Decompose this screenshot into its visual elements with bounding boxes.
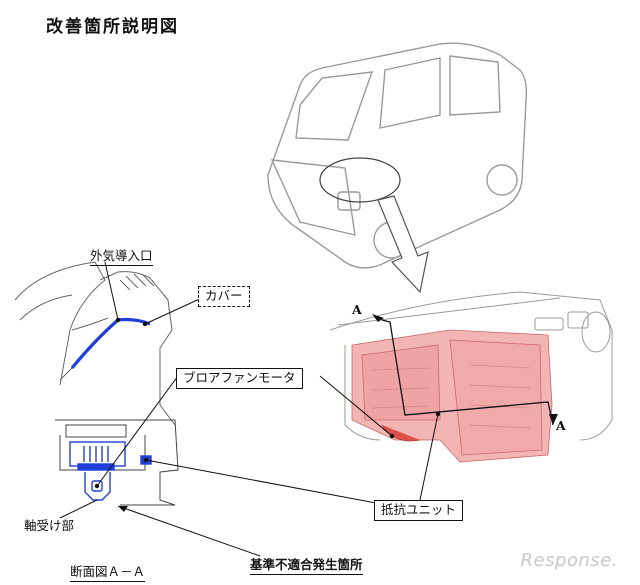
inlet-outer-line <box>14 261 106 386</box>
hvac-unit <box>351 329 553 463</box>
watermark-logo: Response. <box>520 550 618 571</box>
section-line <box>381 319 554 426</box>
section-marker-a-top: A <box>352 302 362 317</box>
section-diagram <box>55 419 179 506</box>
label-section-view: 断面図Ａ－Ａ <box>70 565 146 582</box>
dashboard-outline <box>329 291 613 441</box>
van-mirror <box>337 191 361 211</box>
blower-motor-blue <box>69 441 152 501</box>
section-marker-a-bottom: A <box>556 418 566 433</box>
label-resistor-unit: 抵抗ユニット <box>374 500 464 521</box>
label-nonconformity-location: 基準不適合発生箇所 <box>250 558 363 575</box>
van-focus-ellipse <box>319 157 401 203</box>
van-rear-wheel <box>486 164 518 196</box>
label-cover: カバー <box>198 286 250 307</box>
van-side-window-2 <box>449 55 501 116</box>
inlet-inner-line <box>19 294 73 321</box>
inlet-stripes <box>119 273 155 291</box>
label-outside-air-inlet: 外気導入口 <box>90 249 153 266</box>
inlet-duct <box>99 271 176 426</box>
zoom-arrow <box>377 195 429 294</box>
page-title: 改善箇所説明図 <box>46 17 179 37</box>
label-blower-fan-motor: ブロアファンモータ <box>176 368 303 389</box>
van-body-outline <box>267 42 528 269</box>
van-windshield <box>295 71 374 141</box>
label-bearing: 軸受け部 <box>24 518 75 533</box>
van-front-panel <box>270 159 356 236</box>
van-side-window-1 <box>379 57 441 129</box>
